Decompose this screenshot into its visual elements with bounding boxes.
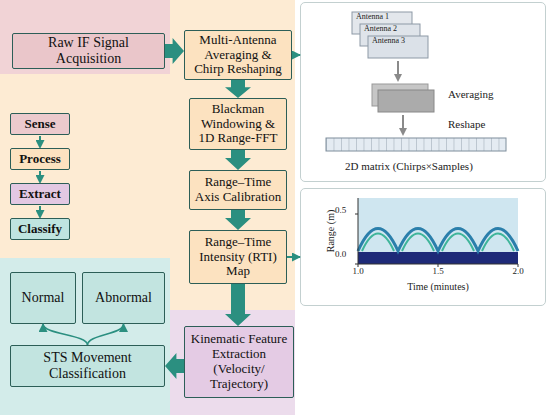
antenna-label: Antenna 1 xyxy=(356,13,389,22)
plot-axes xyxy=(355,198,518,267)
flow-arrow xyxy=(165,38,184,64)
antenna-label: Antenna 3 xyxy=(372,37,405,46)
box-label: Range–Time Intensity (RTI) Map xyxy=(193,235,283,280)
process-band xyxy=(0,74,170,258)
callout-arrow xyxy=(287,256,300,258)
legend-swatch: Process xyxy=(10,148,70,170)
extract-band xyxy=(170,310,295,415)
process-box: Blackman Windowing & 1D Range-FFT xyxy=(189,98,287,150)
tick-label: 0.5 xyxy=(335,206,346,216)
rti-plot-area xyxy=(358,198,518,264)
legend-arrow xyxy=(39,171,41,182)
box-label: Normal xyxy=(22,290,65,306)
process-arrow xyxy=(397,61,399,80)
process-box: Kinematic Feature Extraction (Velocity/ … xyxy=(184,326,294,398)
classify-band xyxy=(0,258,170,415)
legend-swatch: Classify xyxy=(10,218,70,240)
flow-arrow xyxy=(225,150,251,170)
flow-arrow xyxy=(225,210,251,230)
legend-swatch: Extract xyxy=(10,183,70,205)
process-box: Range–Time Axis Calibration xyxy=(189,170,287,210)
class-box: Abnormal xyxy=(82,272,165,324)
tick-label: 1.0 xyxy=(352,267,363,277)
callout-arrow xyxy=(292,54,300,56)
matrix-caption: 2D matrix (Chirps×Samples) xyxy=(345,160,473,172)
process-arrow xyxy=(402,115,404,134)
box-label: Range–Time Axis Calibration xyxy=(193,175,283,205)
process-band xyxy=(170,0,295,310)
tick-label: 0.0 xyxy=(335,250,346,260)
tick-label: 2.0 xyxy=(512,267,523,277)
process-box: Raw IF Signal Acquisition xyxy=(12,33,165,69)
matrix-grid xyxy=(326,138,506,151)
legend-label: Sense xyxy=(24,116,55,132)
legend-arrow xyxy=(39,206,41,217)
legend-label: Classify xyxy=(18,221,62,237)
step-label: Averaging xyxy=(448,88,494,100)
process-box: STS Movement Classification xyxy=(10,345,165,387)
legend-label: Process xyxy=(19,151,61,167)
box-label: Multi-Antenna Averaging & Chirp Reshapin… xyxy=(188,33,288,78)
process-box: Multi-Antenna Averaging & Chirp Reshapin… xyxy=(184,30,292,80)
process-box: Range–Time Intensity (RTI) Map xyxy=(189,230,287,284)
rti-signal xyxy=(362,234,514,252)
flow-arrow xyxy=(165,353,184,379)
matrix-fill xyxy=(326,138,506,151)
antenna-label: Antenna 2 xyxy=(364,25,397,34)
legend-label: Extract xyxy=(19,186,61,202)
box-label: Abnormal xyxy=(95,290,152,306)
tick-label: 1.5 xyxy=(432,267,443,277)
callout-panel: Range (m)0.5 0.0 1.0 1.5 2.0Time (minutes) xyxy=(300,188,546,306)
legend-arrow xyxy=(39,136,41,147)
axis-title: Time (minutes) xyxy=(407,281,469,292)
box-label: STS Movement Classification xyxy=(14,350,161,382)
box-label: Kinematic Feature Extraction (Velocity/ … xyxy=(188,332,290,392)
callout-panel: Antenna 1 Antenna 2 Antenna 3 AveragingResh… xyxy=(300,2,546,182)
box-label: Raw IF Signal Acquisition xyxy=(16,35,161,67)
rti-signal xyxy=(358,229,518,252)
step-label: Reshape xyxy=(448,118,485,130)
averaged-frame xyxy=(378,90,434,112)
class-box: Normal xyxy=(10,272,76,324)
legend-swatch: Sense xyxy=(10,113,70,135)
axis-title: Range (m) xyxy=(325,210,336,253)
branch-connector xyxy=(88,324,124,345)
antenna-sheet xyxy=(368,36,428,58)
flow-arrow xyxy=(225,80,251,98)
branch-connector xyxy=(43,324,88,345)
flow-arrow xyxy=(225,284,251,326)
sense-band xyxy=(0,0,170,74)
box-label: Blackman Windowing & 1D Range-FFT xyxy=(193,102,283,147)
